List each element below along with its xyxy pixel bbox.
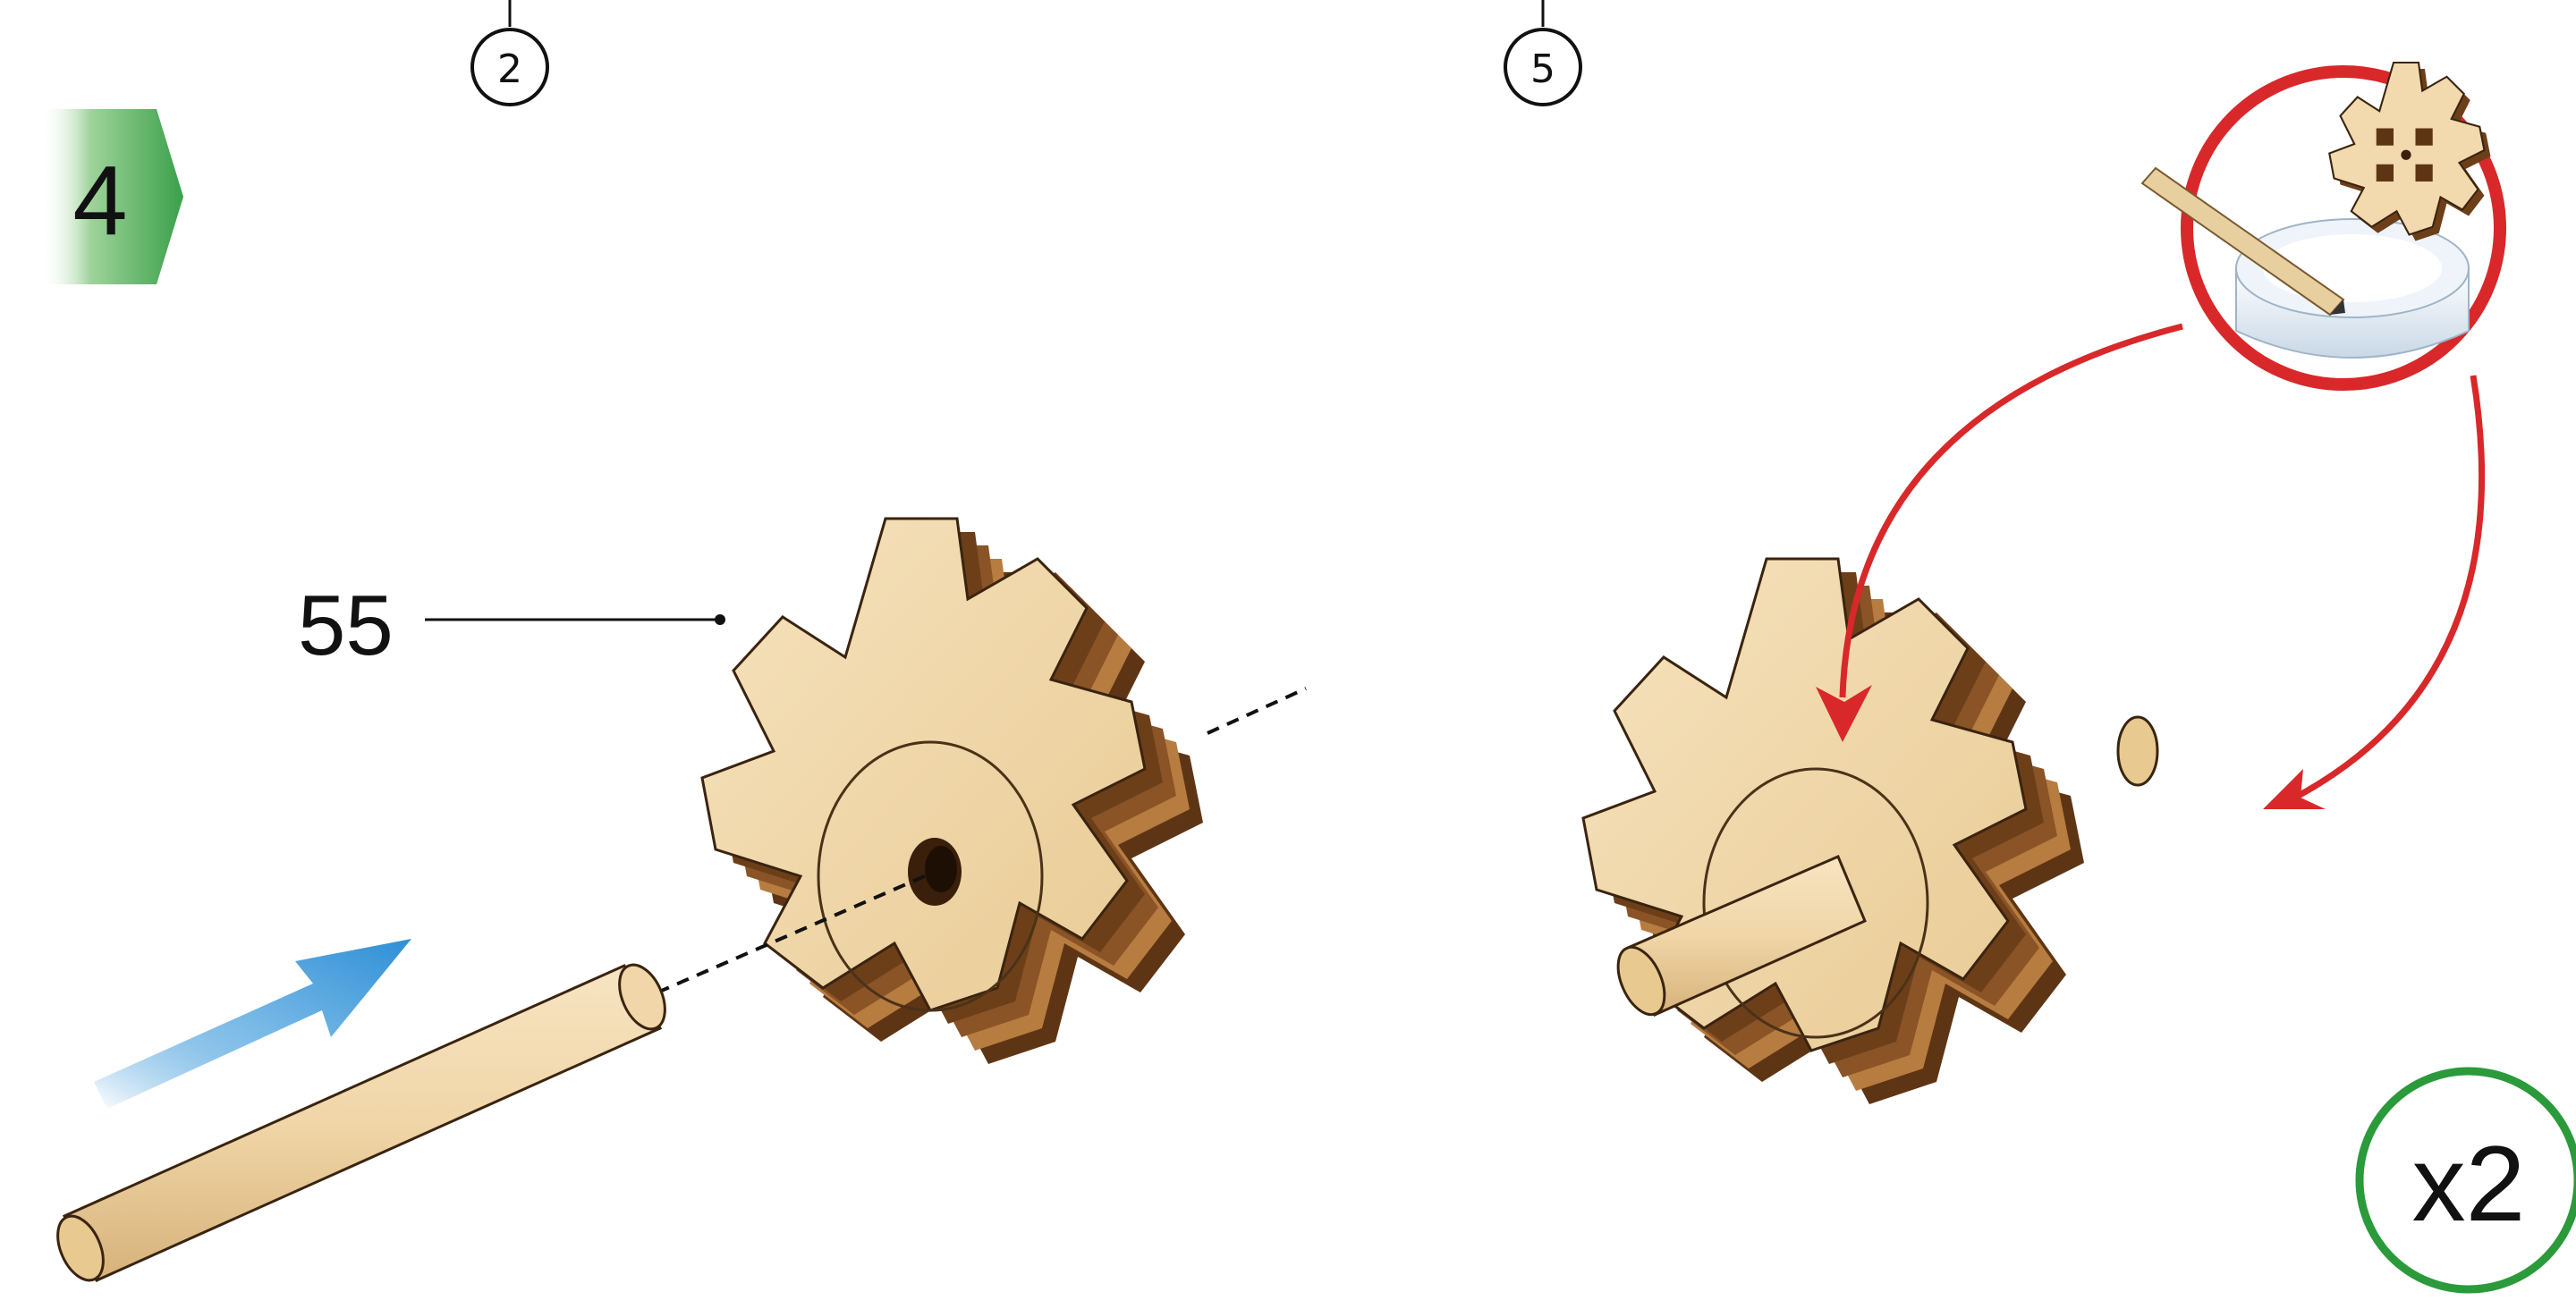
step-number: 4	[72, 146, 127, 256]
part-callout: 55	[298, 578, 725, 673]
gear-part-55	[702, 519, 1203, 1064]
assembly-axis-line	[1208, 688, 1306, 733]
reference-marker-5: 5	[1505, 0, 1580, 105]
reference-marker-label: 5	[1530, 46, 1555, 92]
glue-callout	[2142, 63, 2500, 384]
reference-marker-2: 2	[472, 0, 547, 105]
dowel-rod	[48, 958, 674, 1287]
quantity-label: x2	[2412, 1124, 2526, 1244]
quantity-badge: x2	[2360, 1071, 2576, 1289]
reference-marker-label: 2	[497, 46, 522, 92]
glue-pot-icon	[2236, 219, 2469, 358]
step-badge: 4	[40, 109, 183, 284]
gear-with-dowel	[1583, 559, 2157, 1104]
glue-arrow-back	[2290, 376, 2482, 800]
part-number-label: 55	[298, 578, 394, 673]
